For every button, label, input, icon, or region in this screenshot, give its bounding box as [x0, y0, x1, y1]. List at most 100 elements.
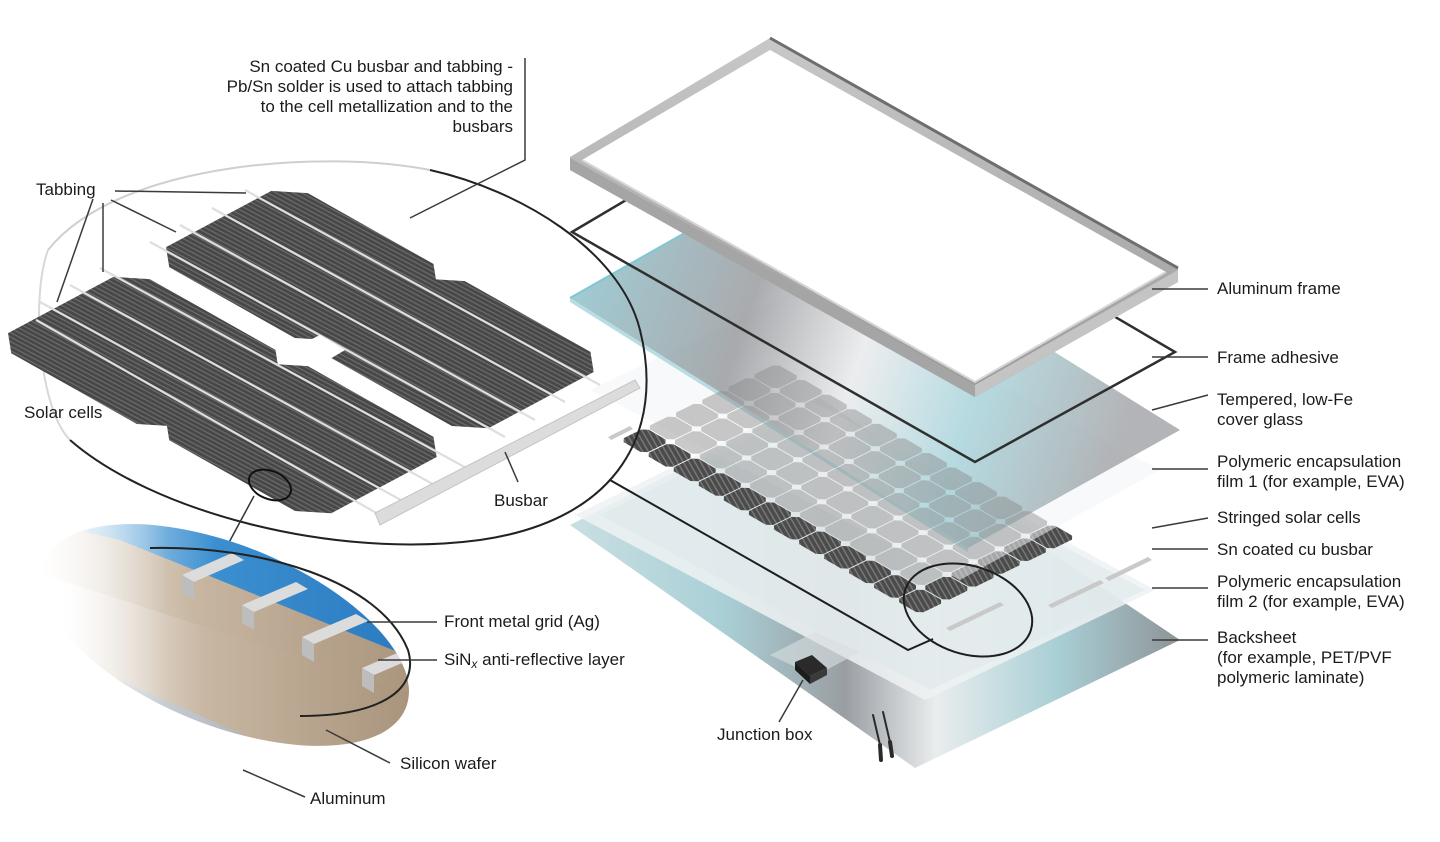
- junction-box: [770, 632, 860, 684]
- module-zoom-callout: [609, 479, 1034, 658]
- aluminum-frame-layer: [570, 36, 1179, 397]
- closeup-ellipse-top: [47, 160, 431, 251]
- label-aluminum-frame: Aluminum frame: [1217, 279, 1341, 298]
- module-cell: [849, 560, 892, 584]
- sinx-layer-label: SiNx anti-reflective layer: [444, 650, 625, 671]
- tabbing-ribbon: [35, 319, 381, 516]
- tabbing-label: Tabbing: [36, 180, 96, 199]
- module-cell: [751, 447, 794, 471]
- busbar-strip: [374, 379, 641, 526]
- tabbing-ribbon: [211, 207, 566, 403]
- module-cell: [701, 418, 744, 442]
- solar-cell-bottom: [166, 363, 437, 514]
- tabbing-ribbon: [99, 267, 471, 471]
- module-cell: [953, 509, 996, 532]
- module-cell: [902, 507, 945, 531]
- module-cell: [952, 536, 995, 560]
- module-cell: [827, 463, 870, 487]
- module-cell: [851, 505, 894, 529]
- front-metal-grid-label: Front metal grid (Ag): [444, 612, 600, 631]
- module-cell: [954, 481, 998, 505]
- cell-closeup: [8, 160, 648, 549]
- solar-cells-label: Solar cells: [24, 403, 103, 422]
- module-cell: [829, 409, 872, 432]
- module-cell: [903, 480, 946, 503]
- module-cell: [754, 365, 797, 389]
- module-cell: [876, 520, 919, 544]
- module-cell: [877, 493, 920, 516]
- module-cell: [673, 458, 716, 482]
- module-cell: [648, 444, 691, 467]
- module-cell: [878, 465, 921, 489]
- leader-lines: [56, 58, 1209, 798]
- module-cell: [899, 589, 942, 613]
- module-cell: [1005, 511, 1048, 534]
- aluminum-label: Aluminum: [310, 789, 386, 808]
- label-frame-adhesive: Frame adhesive: [1217, 348, 1339, 367]
- tabbing-ribbon: [69, 284, 441, 489]
- module-cell: [777, 434, 820, 458]
- module-cell: [773, 516, 816, 540]
- module-cell: [853, 451, 896, 474]
- solar-cell-top: [166, 190, 437, 341]
- solar-cell-left: [8, 276, 279, 427]
- module-cell: [802, 449, 845, 472]
- label-sn-busbar: Sn coated cu busbar: [1217, 540, 1373, 559]
- module-cell: [875, 547, 918, 571]
- cells-through-glass: [649, 365, 1048, 585]
- module-cell: [879, 438, 922, 461]
- cross-section-lens: [20, 520, 440, 780]
- module-cell: [904, 452, 947, 476]
- exploded-module: [569, 36, 1180, 768]
- module-cell: [728, 378, 771, 401]
- solar-cell-right: [323, 278, 594, 429]
- module-cell: [874, 575, 917, 598]
- module-cell: [748, 502, 791, 525]
- module-cell: [752, 420, 795, 443]
- module-cell: [828, 436, 871, 460]
- solar-cells: [8, 189, 601, 516]
- tabbing-ribbon: [244, 189, 601, 386]
- wafer-zoom-ellipse: [247, 468, 293, 502]
- module-cell: [798, 531, 841, 555]
- module-cell: [803, 421, 846, 445]
- module-cell: [649, 416, 692, 440]
- busbar-label: Busbar: [494, 491, 548, 510]
- label-cover-glass: Tempered, low-Fe cover glass: [1217, 390, 1354, 429]
- module-cell: [800, 504, 843, 527]
- module-cell: [702, 391, 745, 414]
- label-encapsulation-1: Polymeric encapsulation film 1 (for exam…: [1217, 452, 1405, 491]
- module-cell: [699, 445, 742, 469]
- module-cell: [925, 576, 968, 600]
- module-cell: [698, 473, 741, 496]
- stringed-solar-cells: [623, 429, 1073, 613]
- module-cell: [927, 522, 970, 545]
- module-cell: [850, 533, 893, 556]
- cell-gap: [300, 335, 345, 362]
- module-cell: [753, 392, 796, 416]
- module-cell: [826, 491, 869, 514]
- module-cell: [749, 474, 793, 498]
- closeup-ellipse-bottom: [69, 169, 648, 546]
- label-encapsulation-2: Polymeric encapsulation film 2 (for exam…: [1217, 572, 1405, 611]
- module-cell: [776, 462, 819, 485]
- module-cell: [823, 546, 867, 569]
- module-cell: [929, 467, 973, 491]
- tabbing-ribbon: [179, 224, 536, 421]
- junction-box-label: Junction box: [717, 725, 813, 744]
- module-cell: [724, 460, 768, 484]
- module-busbars: [608, 426, 1152, 631]
- connector-cables: [872, 711, 894, 762]
- module-cell: [674, 431, 717, 454]
- silicon-wafer-label: Silicon wafer: [400, 754, 497, 773]
- module-cell: [775, 489, 818, 513]
- module-cell: [779, 380, 822, 403]
- module-cell: [852, 478, 895, 502]
- module-cell: [623, 429, 666, 453]
- label-backsheet: Backsheet (for example, PET/PVF polymeri…: [1217, 628, 1392, 687]
- module-cell: [778, 407, 821, 431]
- module-cell: [804, 394, 847, 418]
- module-cell: [901, 534, 944, 558]
- module-cell: [928, 494, 971, 518]
